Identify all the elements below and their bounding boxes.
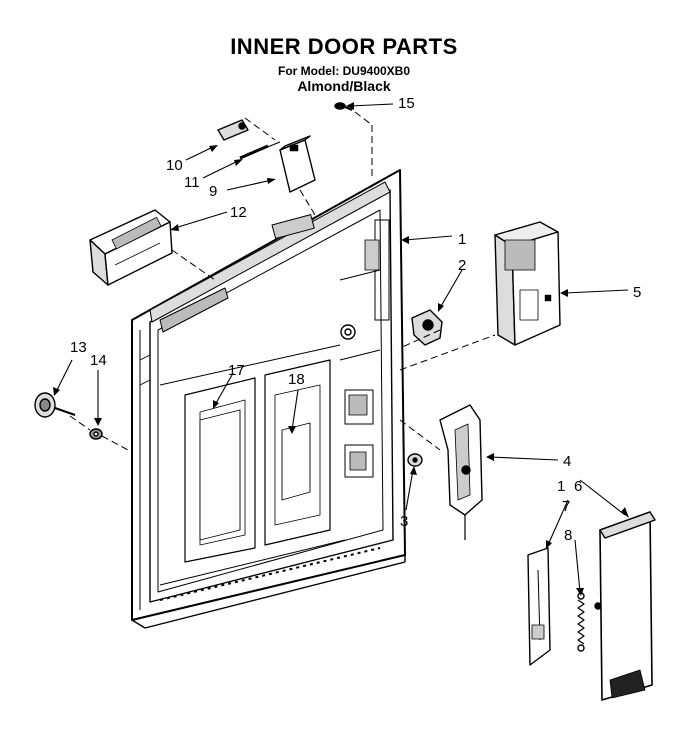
page-title: INNER DOOR PARTS bbox=[230, 34, 458, 59]
part-4-hinge-lever bbox=[439, 404, 483, 540]
part-17-label bbox=[199, 409, 241, 541]
part-12-handle-bracket bbox=[89, 209, 173, 286]
callout-14: 14 bbox=[90, 352, 107, 369]
callout-8: 8 bbox=[564, 527, 572, 544]
callout-7: 7 bbox=[562, 498, 570, 515]
callout-10: 10 bbox=[166, 157, 183, 174]
callout-9: 9 bbox=[209, 183, 217, 200]
callout-12: 12 bbox=[230, 204, 247, 221]
part-15-screw bbox=[334, 102, 353, 111]
callout-1: 1 bbox=[458, 231, 466, 248]
part-5-latch-housing bbox=[494, 221, 561, 346]
part-14-washer bbox=[89, 428, 103, 440]
callout-17: 17 bbox=[228, 362, 245, 379]
callout-2: 2 bbox=[458, 257, 466, 274]
part-18-label bbox=[281, 422, 311, 501]
callout-6: 6 bbox=[574, 478, 582, 495]
callout-5: 5 bbox=[633, 284, 641, 301]
part-10-clip bbox=[217, 119, 249, 141]
callout-15: 15 bbox=[398, 95, 415, 112]
part-3-nut bbox=[407, 453, 423, 467]
model-number: For Model: DU9400XB0 bbox=[277, 64, 411, 78]
part-11-pins bbox=[239, 141, 281, 160]
callout-18: 18 bbox=[288, 371, 305, 388]
inner-door-panel bbox=[131, 169, 406, 629]
part-6-outer-panel bbox=[594, 511, 656, 701]
callout-16: 1 bbox=[557, 478, 565, 495]
part-7-vertical-bracket bbox=[527, 547, 551, 666]
color-variant: Almond/Black bbox=[297, 78, 391, 94]
part-9-cover bbox=[279, 135, 316, 193]
callout-13: 13 bbox=[70, 339, 87, 356]
callout-3: 3 bbox=[400, 513, 408, 530]
part-2-latch-cam bbox=[411, 309, 443, 346]
callout-4: 4 bbox=[563, 453, 571, 470]
callout-11: 11 bbox=[184, 174, 200, 191]
part-8-spring bbox=[577, 592, 585, 652]
part-13-knob bbox=[34, 392, 76, 418]
callout-labels: 1 2 3 4 5 6 7 8 9 10 11 12 13 14 15 1 17… bbox=[70, 95, 641, 544]
